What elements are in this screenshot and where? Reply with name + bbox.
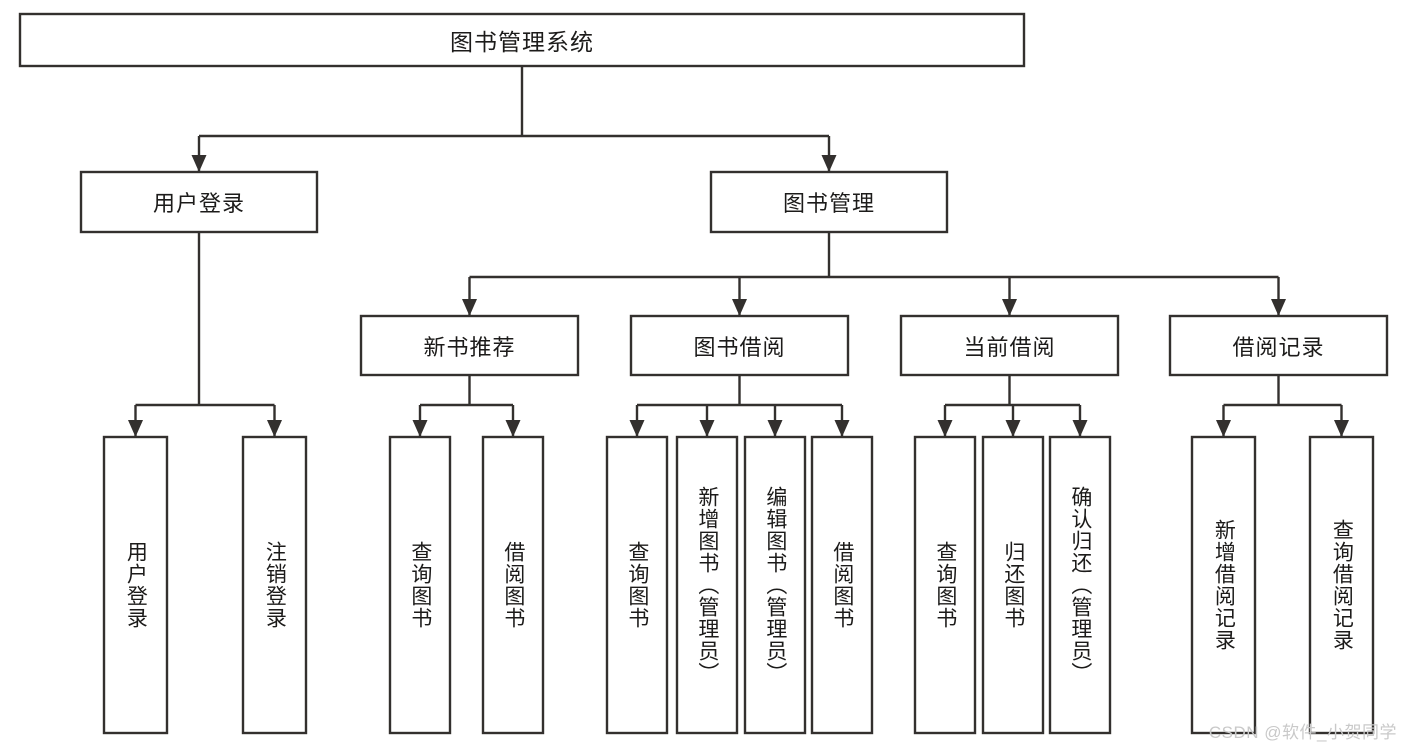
level2-box-1[interactable]: [709, 170, 949, 234]
arrow-to-leaf-8: [937, 420, 953, 437]
root-box-0[interactable]: [18, 12, 1026, 68]
level2-box-0[interactable]: [79, 170, 319, 234]
arrow-to-leaf-0: [128, 420, 143, 437]
arrow-to-leaf-6: [767, 420, 783, 437]
arrow-root-to-l2-1: [821, 155, 837, 172]
leaf-box-10[interactable]: [1048, 435, 1112, 735]
leaf-box-0[interactable]: [102, 435, 169, 735]
arrow-mgr-to-l3-0: [462, 299, 477, 316]
leaf-box-4[interactable]: [605, 435, 669, 735]
arrow-to-leaf-9: [1005, 420, 1021, 437]
watermark-text: CSDN @软件_小贺同学: [1208, 723, 1397, 742]
leaf-box-8[interactable]: [913, 435, 977, 735]
level3-box-1[interactable]: [629, 314, 850, 377]
leaf-box-2[interactable]: [388, 435, 452, 735]
leaf-box-11[interactable]: [1190, 435, 1257, 735]
arrow-to-leaf-1: [267, 420, 282, 437]
arrow-mgr-to-l3-1: [732, 299, 747, 316]
arrow-to-leaf-7: [834, 420, 850, 437]
arrow-to-leaf-10: [1072, 420, 1088, 437]
arrow-to-leaf-2: [412, 420, 428, 437]
arrow-to-leaf-5: [699, 420, 715, 437]
arrow-to-leaf-3: [505, 420, 521, 437]
leaf-box-7[interactable]: [810, 435, 874, 735]
level3-box-0[interactable]: [359, 314, 580, 377]
leaf-box-6[interactable]: [743, 435, 807, 735]
connector-lines: [128, 66, 1349, 437]
arrow-root-to-l2-0: [191, 155, 207, 172]
leaf-box-1[interactable]: [241, 435, 308, 735]
arrow-to-leaf-4: [629, 420, 645, 437]
leaf-box-12[interactable]: [1308, 435, 1375, 735]
level3-box-2[interactable]: [899, 314, 1120, 377]
arrow-to-leaf-11: [1216, 420, 1231, 437]
arrow-to-leaf-12: [1334, 420, 1349, 437]
leaf-box-5[interactable]: [675, 435, 739, 735]
level3-box-3[interactable]: [1168, 314, 1389, 377]
leaf-box-3[interactable]: [481, 435, 545, 735]
leaf-box-9[interactable]: [981, 435, 1045, 735]
node-boxes: [18, 12, 1389, 735]
arrow-mgr-to-l3-2: [1002, 299, 1017, 316]
arrow-mgr-to-l3-3: [1271, 299, 1286, 316]
